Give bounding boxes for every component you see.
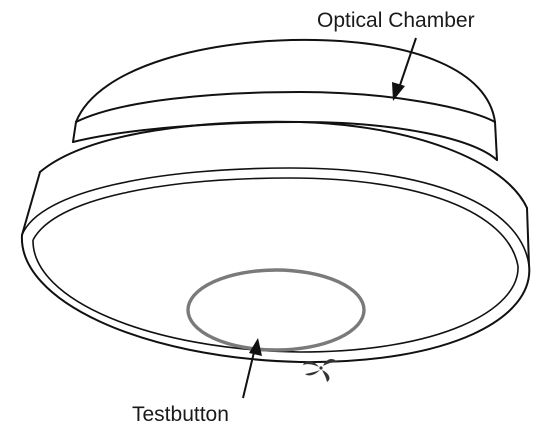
optical-chamber-side-left	[72, 121, 77, 143]
body-side-right	[526, 207, 530, 266]
optical-chamber-band-bottom	[72, 121, 498, 161]
detector-body	[20, 120, 531, 364]
optical-chamber-band-top	[75, 91, 496, 123]
body-base-inner-edge	[32, 239, 519, 353]
body-outer-base-edge	[20, 234, 531, 364]
optical-chamber-arrow	[392, 37, 417, 101]
test-button-arrow	[242, 338, 262, 399]
optical-chamber-side-right	[494, 121, 498, 161]
optical-chamber-top-dome	[75, 38, 496, 123]
body-face-rim-outer	[21, 167, 530, 266]
body-top-rim	[39, 120, 528, 209]
body-face-rim-inner	[32, 177, 519, 267]
body-side-left	[21, 171, 41, 236]
optical-chamber	[72, 38, 498, 161]
fan-logo-icon	[303, 358, 337, 382]
test-button-ring[interactable]	[186, 268, 366, 352]
test-button-label: Testbutton	[132, 403, 229, 426]
optical-chamber-label: Optical Chamber	[317, 9, 475, 32]
